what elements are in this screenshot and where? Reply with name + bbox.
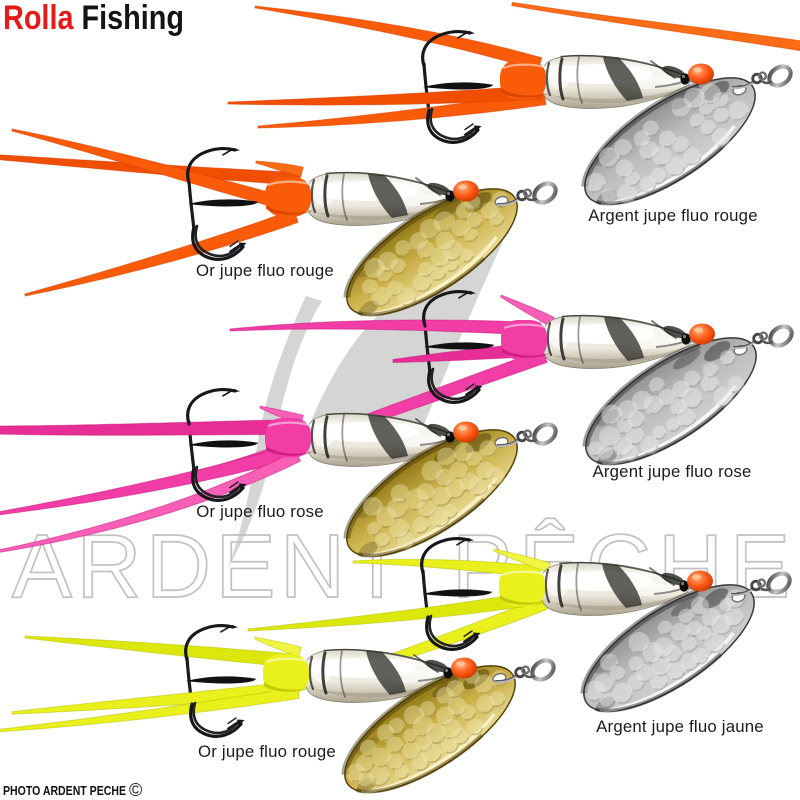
svg-text:Argent jupe fluo rose: Argent jupe fluo rose [592, 462, 751, 481]
svg-text:Rolla Fishing: Rolla Fishing [3, 0, 184, 37]
svg-text:©: © [129, 780, 142, 800]
svg-text:Argent jupe fluo jaune: Argent jupe fluo jaune [596, 717, 764, 736]
svg-text:Or jupe fluo rouge: Or jupe fluo rouge [198, 742, 336, 761]
svg-text:Argent jupe fluo rouge: Argent jupe fluo rouge [588, 206, 758, 225]
svg-text:PHOTO ARDENT PECHE: PHOTO ARDENT PECHE [3, 783, 126, 798]
svg-text:Or jupe fluo rose: Or jupe fluo rose [196, 502, 323, 521]
svg-text:Or jupe fluo rouge: Or jupe fluo rouge [196, 261, 334, 280]
